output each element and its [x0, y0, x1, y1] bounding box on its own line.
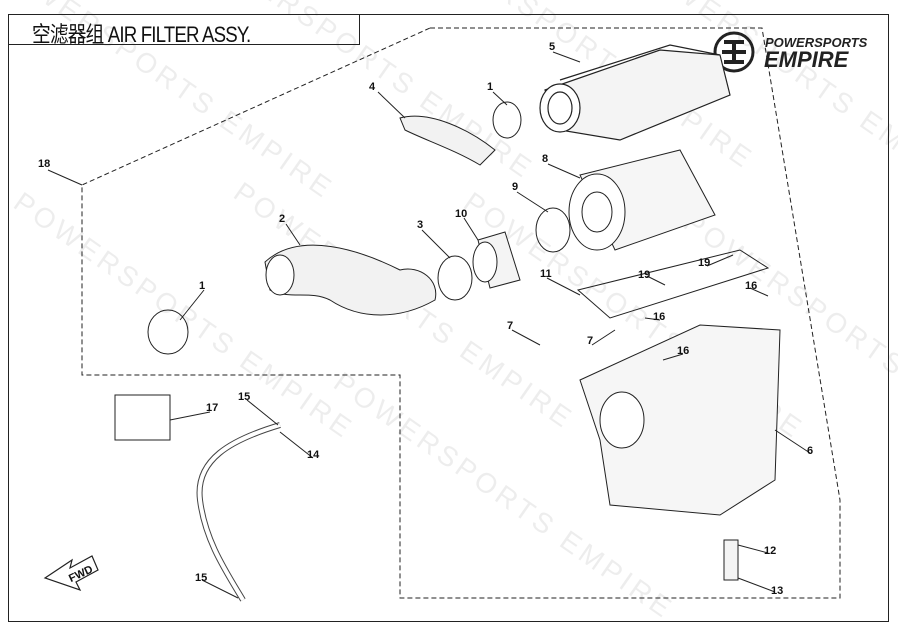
- callout-14: 14: [307, 449, 320, 461]
- callout-15b: 15: [195, 572, 207, 584]
- airbox-lower: [579, 324, 781, 516]
- airbox-cover: [539, 44, 731, 141]
- callout-10: 10: [455, 208, 467, 220]
- callout-13: 13: [771, 585, 783, 597]
- gasket: [576, 249, 770, 319]
- logo-line1: POWERSPORTS: [765, 35, 868, 50]
- clamp-1: [147, 309, 189, 355]
- empire-emblem-icon: [713, 31, 755, 73]
- clamp-1b: [492, 101, 522, 139]
- callout-16a: 16: [745, 280, 757, 292]
- callout-16c: 16: [677, 345, 689, 357]
- assembly-boundary: [81, 27, 841, 599]
- callout-5: 5: [549, 41, 555, 53]
- callout-2: 2: [279, 213, 285, 225]
- callout-6: 6: [807, 445, 813, 457]
- clamp-3: [437, 255, 473, 301]
- clamp-9: [535, 207, 571, 253]
- logo-line2: EMPIRE: [764, 47, 849, 72]
- callout-4: 4: [369, 81, 376, 93]
- callout-17: 17: [206, 402, 218, 414]
- callout-8: 8: [542, 153, 548, 165]
- page-title: 空滤器组 AIR FILTER ASSY.: [32, 22, 251, 47]
- diagram-frame: [8, 14, 889, 622]
- callout-11: 11: [540, 268, 552, 280]
- callout-1: 1: [487, 81, 493, 93]
- callout-16b: 16: [653, 311, 665, 323]
- breather-hose: [196, 422, 281, 602]
- callout-19b: 19: [698, 257, 710, 269]
- callout-12: 12: [764, 545, 776, 557]
- filter-element: [568, 149, 716, 251]
- brand-logo: POWERSPORTS EMPIRE: [712, 30, 872, 75]
- callout-7b: 7: [587, 335, 593, 347]
- callout-15a: 15: [238, 391, 250, 403]
- callout-7a: 7: [507, 320, 513, 332]
- callout-9: 9: [512, 181, 518, 193]
- title-box: [8, 14, 360, 45]
- intake-duct: [399, 115, 496, 166]
- label-plate: [114, 394, 171, 441]
- fwd-arrow-icon: [43, 555, 99, 592]
- callout-1b: 1: [199, 280, 205, 292]
- callout-18: 18: [38, 158, 50, 170]
- drain-tube: [723, 539, 739, 581]
- callout-3: 3: [417, 219, 423, 231]
- main-tube: [264, 244, 437, 316]
- callout-19a: 19: [638, 269, 650, 281]
